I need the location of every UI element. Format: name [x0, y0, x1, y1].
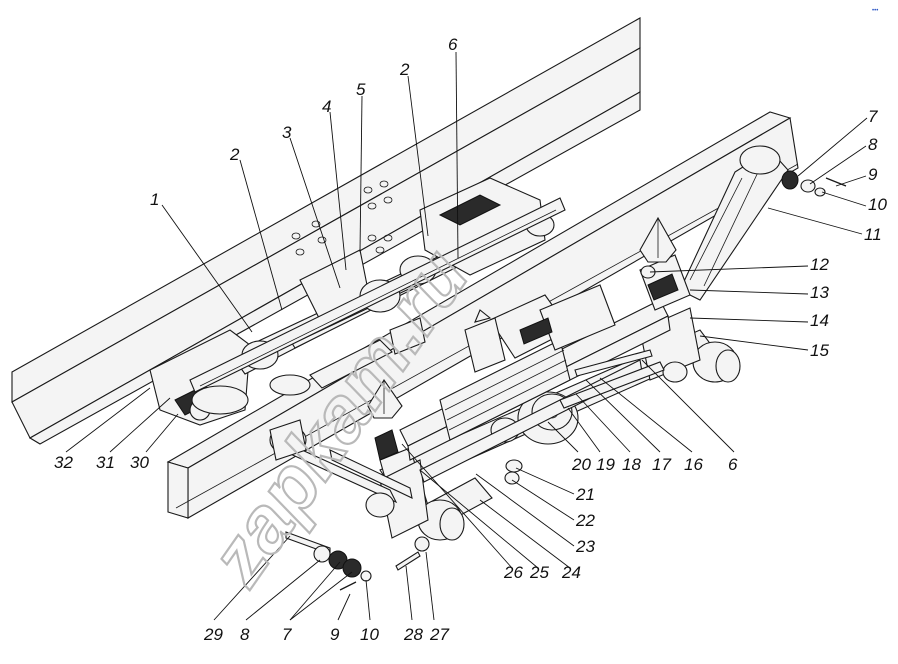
callout-10-a: 10	[868, 195, 887, 214]
callout-26: 26	[503, 563, 523, 582]
torque-rod	[679, 145, 847, 301]
callout-8-a: 8	[868, 135, 878, 154]
callout-6-a: 6	[448, 35, 458, 54]
callout-22: 22	[575, 511, 595, 530]
callout-7-b: 7	[282, 625, 292, 644]
near-axle-assembly	[269, 254, 741, 541]
callout-labels: 1 2 3 4 5 2 6 7 8 9 10 11 12 13 14 15 6 …	[54, 35, 887, 644]
callout-28: 28	[403, 625, 423, 644]
far-suspension-assembly	[149, 177, 566, 426]
callout-9-b: 9	[330, 625, 340, 644]
rivet-holes	[291, 180, 393, 256]
callout-2-a: 2	[229, 145, 240, 164]
callout-18: 18	[622, 455, 641, 474]
callout-19: 19	[596, 455, 615, 474]
callout-9-a: 9	[868, 165, 878, 184]
callout-16: 16	[684, 455, 703, 474]
callout-12: 12	[810, 255, 829, 274]
callout-14: 14	[810, 311, 829, 330]
callout-17: 17	[652, 455, 671, 474]
leader-lines	[65, 51, 868, 621]
loose-brackets	[367, 216, 677, 461]
callout-1: 1	[150, 190, 159, 209]
callout-32: 32	[54, 453, 73, 472]
callout-5: 5	[356, 80, 366, 99]
callout-29: 29	[203, 625, 223, 644]
callout-10-b: 10	[360, 625, 379, 644]
fasteners	[285, 459, 523, 591]
callout-30: 30	[130, 453, 149, 472]
callout-13: 13	[810, 283, 829, 302]
callout-7-a: 7	[868, 107, 878, 126]
callout-2-b: 2	[399, 60, 410, 79]
callout-31: 31	[96, 453, 115, 472]
callout-23: 23	[575, 537, 595, 556]
callout-21: 21	[575, 485, 595, 504]
callout-3: 3	[282, 123, 292, 142]
corner-mark: •••	[872, 8, 878, 14]
callout-24: 24	[561, 563, 581, 582]
callout-8-b: 8	[240, 625, 250, 644]
callout-15: 15	[810, 341, 829, 360]
callout-4: 4	[322, 97, 331, 116]
callout-27: 27	[429, 625, 449, 644]
callout-20: 20	[571, 455, 591, 474]
callout-11: 11	[864, 225, 882, 244]
callout-6-b: 6	[728, 455, 738, 474]
callout-25: 25	[529, 563, 549, 582]
